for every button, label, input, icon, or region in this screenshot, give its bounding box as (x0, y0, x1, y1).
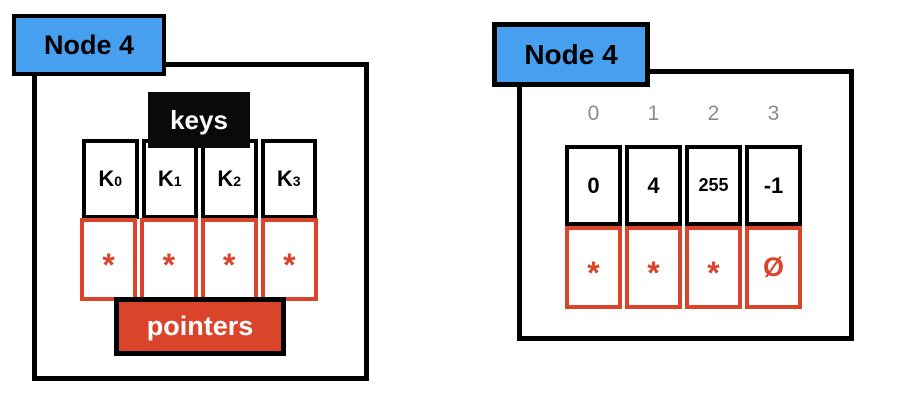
left-node-title-label: Node 4 (43, 29, 135, 60)
pointer-asterisk: * (162, 246, 176, 283)
left-pointer-cell-0: * (80, 218, 138, 301)
key-base: K (98, 166, 115, 191)
right-node-title: Node 4 (492, 22, 650, 87)
left-pointers-label: pointers (114, 297, 286, 356)
left-keys-label-text: keys (170, 104, 228, 135)
right-pointer-cell-3: Ø (745, 226, 802, 309)
index-label-3: 3 (767, 102, 780, 125)
pointer-asterisk: * (647, 254, 660, 291)
left-node-title: Node 4 (12, 14, 166, 76)
index-label-1: 1 (647, 102, 660, 125)
key-base: K (217, 166, 234, 191)
pointer-asterisk: * (707, 254, 720, 291)
key-base: K (157, 166, 174, 191)
right-pointers-row: * * * Ø (565, 226, 802, 309)
left-pointer-cell-1: * (140, 218, 198, 301)
right-key-cell-0: 0 (565, 145, 622, 226)
left-keys-label: keys (148, 92, 250, 148)
right-keys-row: 0 4 255 -1 (565, 145, 802, 226)
right-key-cell-1: 4 (625, 145, 682, 226)
left-pointer-cell-2: * (200, 218, 258, 301)
key-subscript: 1 (173, 173, 182, 189)
key-base: K (276, 166, 293, 191)
right-key-cell-2: 255 (685, 145, 742, 226)
key-subscript: 3 (292, 173, 301, 189)
null-pointer-symbol: Ø (762, 252, 784, 282)
index-label-0: 0 (587, 102, 600, 125)
pointer-asterisk: * (587, 254, 600, 291)
right-pointer-cell-0: * (565, 226, 622, 309)
right-pointer-cell-2: * (685, 226, 742, 309)
pointer-asterisk: * (102, 246, 115, 283)
index-label-2: 2 (707, 102, 720, 125)
key-subscript: 2 (233, 173, 242, 189)
right-pointer-cell-1: * (625, 226, 682, 309)
key-subscript: 0 (114, 173, 123, 189)
pointer-asterisk: * (222, 246, 236, 283)
left-pointers-row: * * * * (80, 218, 318, 301)
right-key-cell-3: -1 (745, 145, 802, 226)
right-index-row: 0 1 2 3 (565, 98, 802, 130)
pointer-asterisk: * (283, 246, 296, 283)
right-node-title-label: Node 4 (524, 38, 618, 70)
left-pointers-label-text: pointers (146, 311, 254, 341)
left-pointer-cell-3: * (260, 218, 318, 301)
